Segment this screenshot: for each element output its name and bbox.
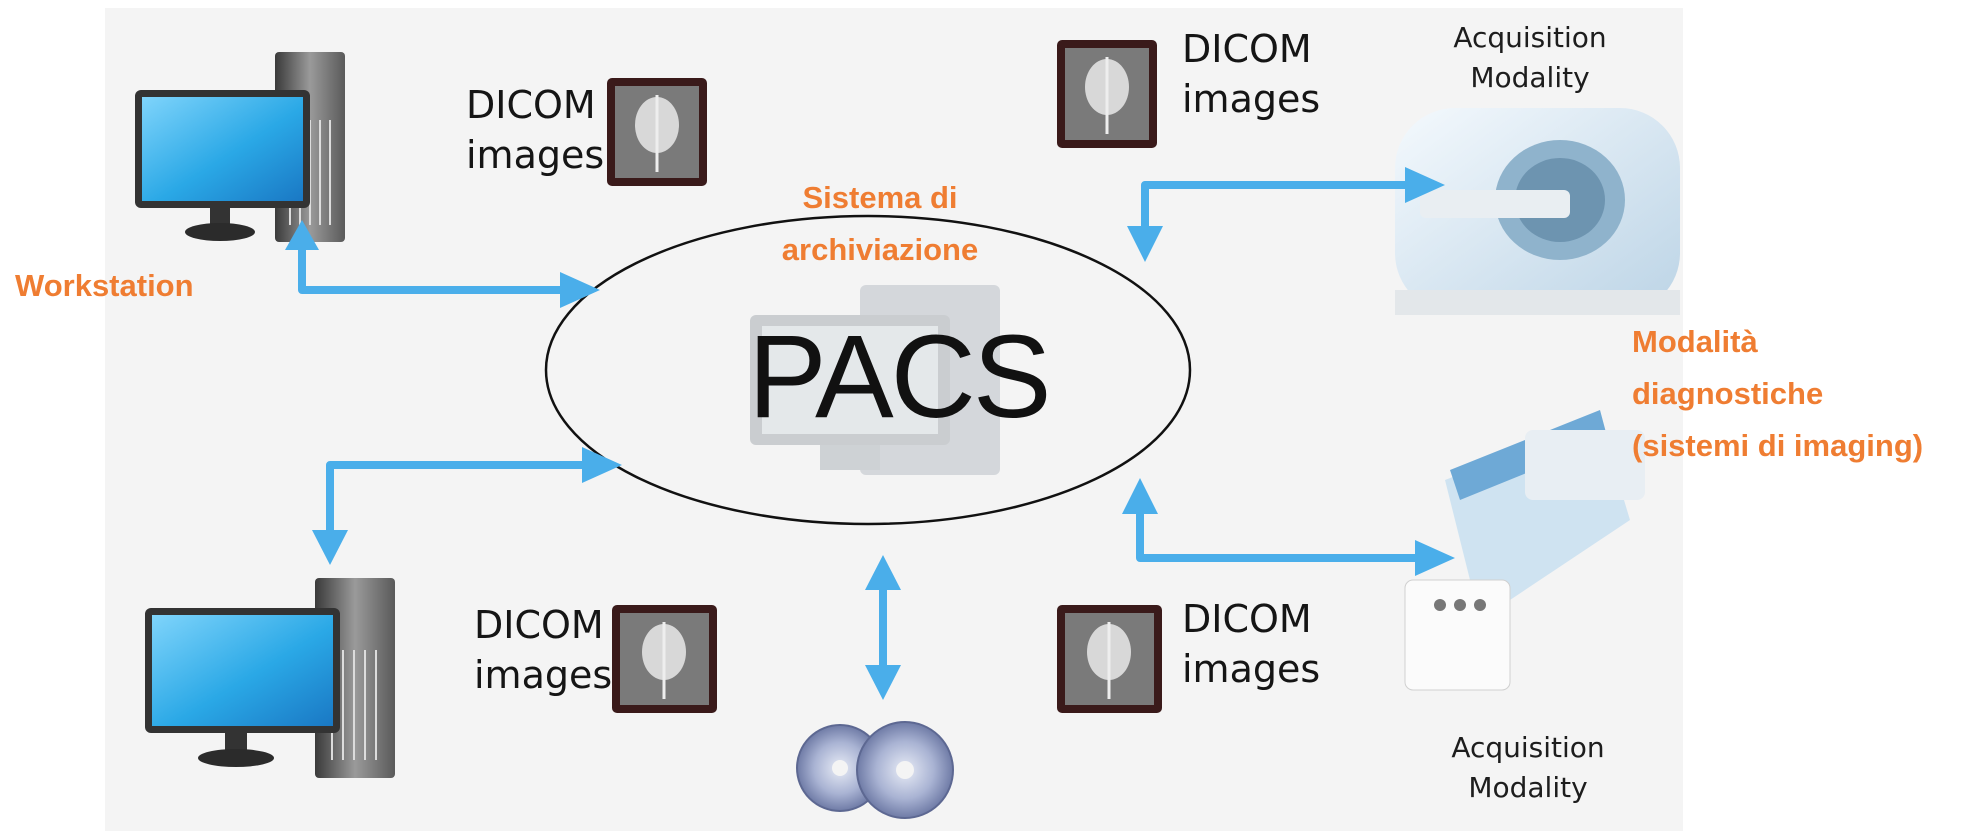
dicom-line1: DICOM	[466, 83, 596, 127]
archive-title: Sistema di archiviazione	[765, 172, 995, 276]
cd-discs-icon	[796, 721, 954, 819]
dicom-line2: images	[474, 653, 613, 697]
dicom-line1: DICOM	[1182, 597, 1312, 641]
arrows	[298, 181, 1415, 670]
acquisition-line1: Acquisition	[1453, 21, 1607, 54]
modalities-label: Modalità diagnostiche (sistemi di imagin…	[1632, 316, 1923, 472]
acquisition-line1: Acquisition	[1451, 731, 1605, 764]
acquisition-line2: Modality	[1470, 61, 1590, 94]
dicom-images-label: DICOM images	[1182, 594, 1320, 694]
dicom-line2: images	[1182, 647, 1321, 691]
dicom-line1: DICOM	[1182, 27, 1312, 71]
dicom-line2: images	[1182, 77, 1321, 121]
bidirectional-arrow-icon	[1141, 181, 1405, 228]
acquisition-line2: Modality	[1468, 771, 1588, 804]
archive-ellipse	[544, 214, 1192, 526]
bidirectional-arrow-icon	[1136, 510, 1415, 562]
workstation-computer-icon	[145, 578, 395, 778]
pacs-title: PACS	[748, 311, 1052, 443]
dicom-images-label: DICOM images	[466, 80, 604, 180]
workstation-label: Workstation	[15, 268, 194, 303]
bidirectional-arrow-icon	[298, 238, 560, 294]
dicom-images-label: DICOM images	[1182, 24, 1320, 124]
modalities-line3: (sistemi di imaging)	[1632, 428, 1924, 463]
modalities-line2: diagnostiche	[1632, 376, 1824, 411]
acquisition-modality-label: Acquisition Modality	[1430, 18, 1630, 98]
arrowheads	[285, 167, 1455, 700]
acquisition-modality-label: Acquisition Modality	[1428, 728, 1628, 808]
dicom-xray-film-icon	[612, 605, 717, 713]
dicom-images-label: DICOM images	[474, 600, 612, 700]
xray-table-icon	[1404, 410, 1645, 691]
dicom-xray-film-icon	[1057, 40, 1157, 148]
dicom-line2: images	[466, 133, 605, 177]
modalities-line1: Modalità	[1632, 324, 1758, 359]
workstation-computer-icon	[135, 52, 345, 242]
archive-title-line2: archiviazione	[781, 232, 979, 267]
bidirectional-arrow-icon	[326, 461, 582, 535]
archive-title-line1: Sistema di	[802, 180, 958, 215]
dicom-line1: DICOM	[474, 603, 604, 647]
dicom-xray-film-icon	[607, 78, 707, 186]
dicom-xray-film-icon	[1057, 605, 1162, 713]
mri-scanner-icon	[1395, 108, 1680, 315]
pacs-server-icon	[750, 285, 1000, 475]
